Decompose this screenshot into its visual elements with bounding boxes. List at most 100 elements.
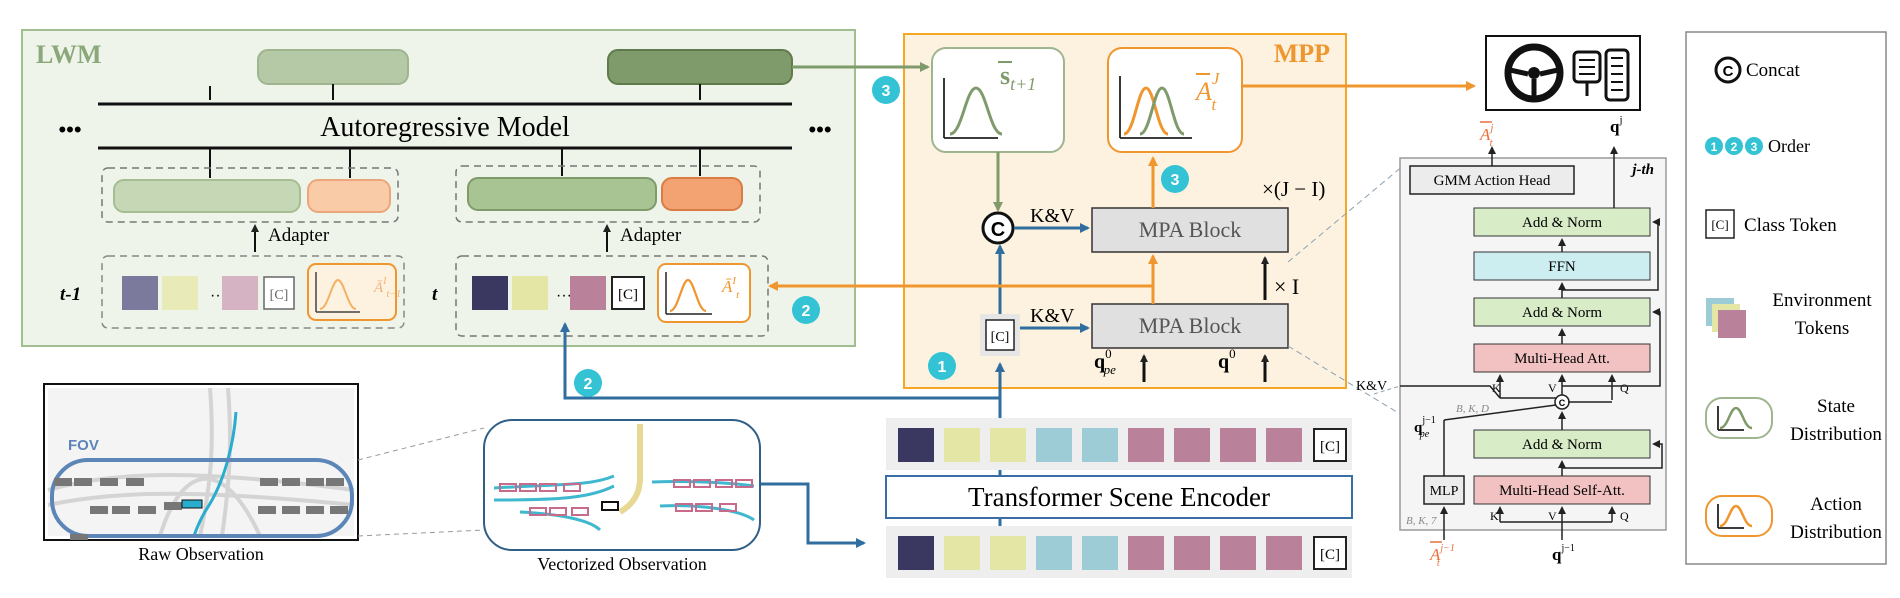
order-badge-3-mid	[1161, 165, 1189, 193]
mpp-concat-icon	[981, 211, 1015, 245]
svg-text:C: C	[1723, 63, 1734, 80]
env-token-curr-mauve	[570, 276, 606, 310]
latent-action-token-prev	[307, 179, 391, 213]
multi-head-att-label: Multi-Head Att.	[1514, 351, 1610, 367]
vehicle-controls-icon	[1485, 35, 1641, 111]
step-label-prev: t-1	[60, 284, 81, 305]
encoder-output-class-token: [C]	[1320, 439, 1340, 455]
encoder-label: Transformer Scene Encoder	[968, 482, 1270, 512]
kv-label-lower: K&V	[1030, 305, 1075, 327]
legend-state-dist-icon	[1705, 397, 1773, 439]
svg-text:[C]: [C]	[1711, 217, 1728, 232]
token-dots-prev: ···	[210, 287, 226, 304]
mhsa-k-label: K	[1490, 509, 1499, 523]
mha-q-label: Q	[1620, 381, 1629, 395]
legend-order-1	[1705, 137, 1723, 155]
decoder-kv-input: K&V	[1356, 379, 1387, 394]
mhsa-q-label: Q	[1620, 509, 1629, 523]
svg-text:1: 1	[1711, 140, 1718, 154]
raw-route-line	[192, 411, 238, 537]
ffn-label: FFN	[1548, 259, 1576, 275]
svg-text:3: 3	[1171, 172, 1180, 189]
env-token-prev-mauve	[222, 276, 258, 310]
svg-text:C: C	[1559, 398, 1566, 408]
input-group-prev	[101, 255, 405, 329]
raw-observation: FOV Raw Observation	[43, 383, 359, 564]
action-dist-curr	[657, 263, 751, 323]
input-group-curr	[455, 255, 769, 337]
order-badge-2-right	[792, 296, 820, 324]
legend-state-dist-line1: State	[1817, 396, 1855, 417]
latent-group-curr	[455, 165, 761, 223]
step-label-curr: t	[432, 284, 438, 305]
legend-class-token-label: Class Token	[1744, 215, 1837, 236]
svg-text:2: 2	[584, 376, 593, 393]
legend-env-token-icon	[1718, 310, 1746, 338]
ellipsis-right: •••	[808, 117, 831, 142]
encoder-output-token-row	[898, 428, 1302, 462]
decoder-out-query: qj	[1610, 114, 1623, 136]
add-norm-1-label: Add & Norm	[1522, 437, 1602, 453]
latent-state-token-prev	[113, 179, 301, 213]
legend-action-dist-line2: Distribution	[1790, 522, 1882, 543]
latent-group-prev	[101, 167, 399, 223]
mlp-label: MLP	[1430, 484, 1459, 499]
decoder-in-query: qj−1	[1552, 543, 1575, 564]
mpa-block-upper	[1091, 207, 1289, 253]
legend: C Concat 1 2 3 Order [C] Class Token Env…	[1685, 31, 1887, 565]
legend-action-dist-line1: Action	[1810, 494, 1862, 515]
add-norm-1	[1473, 429, 1651, 459]
mpp-title: MPP	[1274, 39, 1330, 68]
q0-input-label: q0	[1218, 346, 1236, 373]
multi-head-att	[1473, 343, 1651, 373]
gmm-action-head	[1409, 165, 1575, 195]
svg-text:3: 3	[882, 83, 891, 100]
encoder-input-class-token: [C]	[1320, 547, 1340, 563]
ego-vehicle	[181, 499, 203, 509]
mpp-class-token-label: [C]	[991, 330, 1010, 345]
mpa-block-upper-label: MPA Block	[1139, 217, 1242, 242]
state-symbol: st+1	[1000, 61, 1036, 94]
multi-head-self-att-label: Multi-Head Self-Att.	[1499, 483, 1625, 499]
env-token-prev-navy	[122, 276, 158, 310]
dim-bk7: B, K, 7	[1406, 515, 1437, 527]
env-token-curr-navy	[472, 276, 508, 310]
ffn-block	[1473, 251, 1651, 281]
class-token-curr	[611, 276, 645, 310]
legend-class-token-icon	[1705, 209, 1735, 239]
add-norm-3-label: Add & Norm	[1522, 215, 1602, 231]
encoder-input-token-row	[898, 536, 1302, 570]
lwm-title: LWM	[36, 40, 102, 69]
legend-action-dist-icon	[1705, 495, 1773, 537]
fov-ellipse	[50, 458, 354, 538]
svg-text:1: 1	[938, 359, 947, 376]
repeat-outer-label: ×(J − I)	[1262, 177, 1325, 201]
order-badge-1	[928, 352, 956, 380]
repeat-inner-label: × I	[1274, 274, 1299, 299]
adapter-label-curr: Adapter	[620, 225, 682, 246]
add-norm-2-label: Add & Norm	[1522, 305, 1602, 321]
svg-text:3: 3	[1751, 140, 1758, 154]
steering-wheel-icon	[1504, 43, 1564, 103]
adapter-label-prev: Adapter	[268, 225, 330, 246]
order-badges: 3 3 2 2 1	[574, 76, 1189, 397]
mpp-concat-glyph: C	[991, 219, 1005, 241]
kv-label-upper: K&V	[1030, 205, 1075, 227]
lwm-panel: LWM Autoregressive Model ••• ••• Adapter…	[21, 29, 856, 347]
decoder-layer-tag: j-th	[1630, 162, 1654, 178]
transformer-scene-encoder	[885, 475, 1353, 519]
legend-order-3	[1745, 137, 1763, 155]
lwm-output-token-curr	[607, 49, 793, 85]
token-dots-curr: ···	[556, 287, 572, 304]
svg-text:2: 2	[1731, 140, 1738, 154]
vectorized-observation-caption: Vectorized Observation	[537, 554, 706, 574]
raw-observation-caption: Raw Observation	[138, 544, 263, 564]
action-dist-curr-symbol: ĀIt	[721, 275, 740, 301]
action-dist-prev	[307, 263, 397, 321]
gmm-action-head-label: GMM Action Head	[1434, 173, 1551, 189]
